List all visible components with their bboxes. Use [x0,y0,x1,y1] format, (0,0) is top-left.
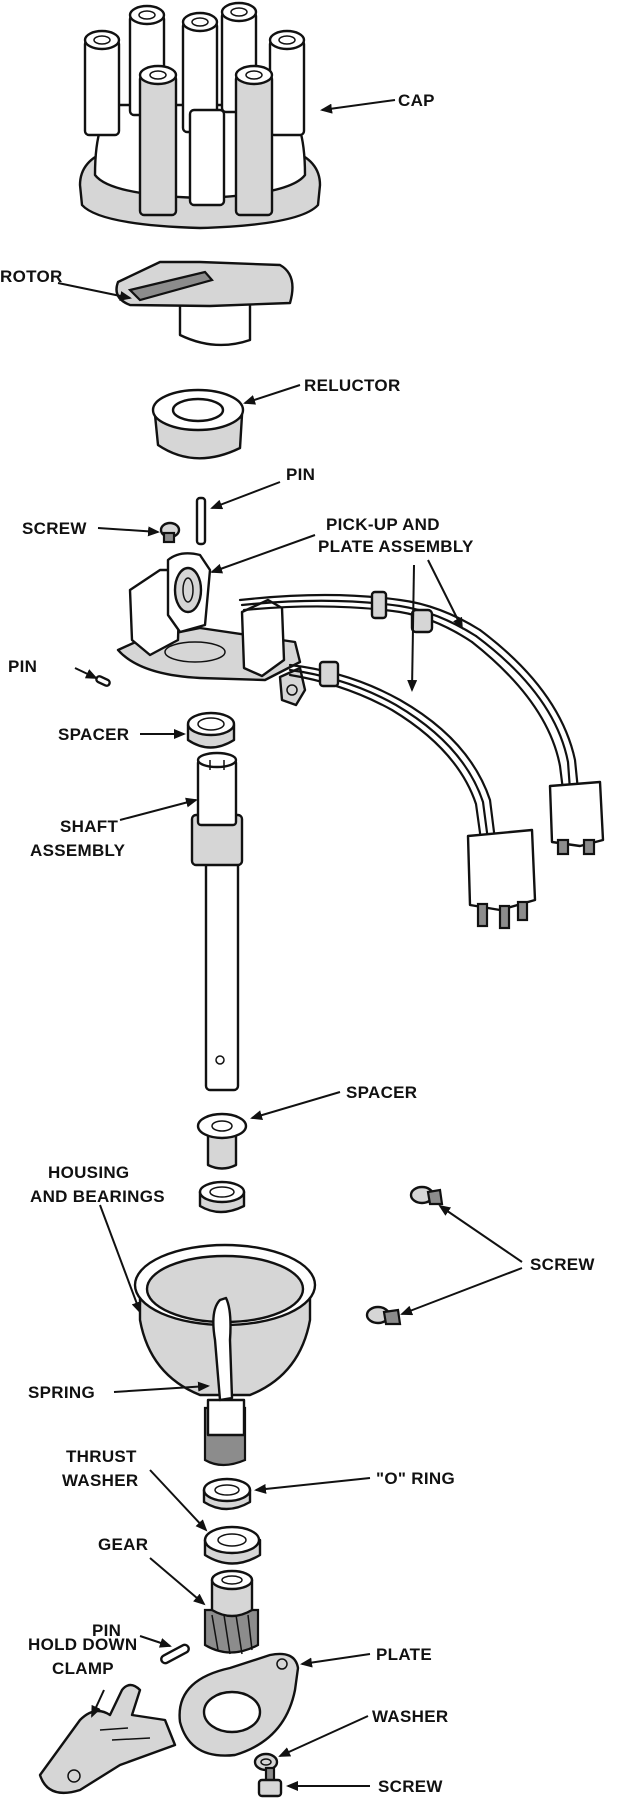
o-ring-leader [254,1477,371,1494]
screw-mid-1 [409,1185,444,1206]
reluctor-label: RELUCTOR [304,376,401,395]
screw-bottom-label: SCREW [378,1777,443,1796]
spacer-mid [196,1112,248,1170]
shaft-label-line1: SHAFT [60,817,118,836]
pickup-leader-2 [427,559,463,630]
pickup-leader-1 [210,534,316,574]
screw-top-leader [97,526,160,537]
pin-top-label: PIN [286,465,315,484]
shaft-leader [119,797,198,821]
thrust-leader [149,1469,208,1532]
pin-left-label: PIN [8,657,37,676]
screw-mid-label: SCREW [530,1255,595,1274]
plate-leader [300,1653,371,1668]
rotor [115,260,294,347]
screw-mid-leader-2 [400,1267,523,1316]
spring-label: SPRING [28,1383,95,1402]
o-ring [202,1477,252,1511]
spacer-mid-label: SPACER [346,1083,417,1102]
pin-bottom-leader [139,1635,172,1648]
pin-top [195,496,207,546]
screw-top [159,521,181,544]
reluctor-leader [243,384,301,405]
thrust-label-line1: THRUST [66,1447,137,1466]
housing-label-line1: HOUSING [48,1163,129,1182]
spacer-mid-leader [250,1091,341,1120]
pin-bottom [160,1643,190,1665]
hold-down-leader [91,1689,105,1718]
gear [203,1569,260,1655]
spacer-top-label: SPACER [58,725,129,744]
housing-and-bearings [133,1180,317,1467]
pin-left [95,675,111,687]
pin-left-leader [74,667,98,679]
housing-label-line2: AND BEARINGS [30,1187,165,1206]
hold-down-label-line1: HOLD DOWN [28,1635,137,1654]
pickup-label-line1: PICK-UP AND [326,515,440,534]
thrust-label-line2: WASHER [62,1471,138,1490]
hold-down-label-line2: CLAMP [52,1659,114,1678]
pin-top-leader [210,481,281,510]
pickup-plate-assembly [116,552,605,930]
screw-bottom [257,1766,283,1798]
shaft-label-line2: ASSEMBLY [30,841,126,860]
plate [178,1652,300,1757]
distributor-cap [78,1,322,230]
spacer-top [186,711,236,749]
pickup-label-line2: PLATE ASSEMBLY [318,537,474,556]
gear-leader [149,1557,206,1606]
screw-mid-leader-1 [438,1204,523,1263]
cap-label: CAP [398,91,435,110]
hold-down-clamp [38,1683,177,1795]
washer-leader [278,1715,369,1757]
rotor-label: ROTOR [0,267,63,286]
washer [253,1752,279,1772]
rotor-leader [57,282,132,301]
pin-bottom-label: PIN [92,1621,121,1640]
spring-leader [113,1381,210,1393]
thrust-washer [203,1525,262,1565]
housing-leader [99,1204,142,1314]
o-ring-label: "O" RING [376,1469,455,1488]
pickup-leader-3 [407,564,418,692]
plate-label: PLATE [376,1645,432,1664]
reluctor [151,388,245,460]
shaft-assembly [190,751,244,1092]
screw-mid-2 [365,1305,402,1326]
cap-leader [320,99,396,114]
gear-label: GEAR [98,1535,148,1554]
washer-label: WASHER [372,1707,448,1726]
screw-top-label: SCREW [22,519,87,538]
